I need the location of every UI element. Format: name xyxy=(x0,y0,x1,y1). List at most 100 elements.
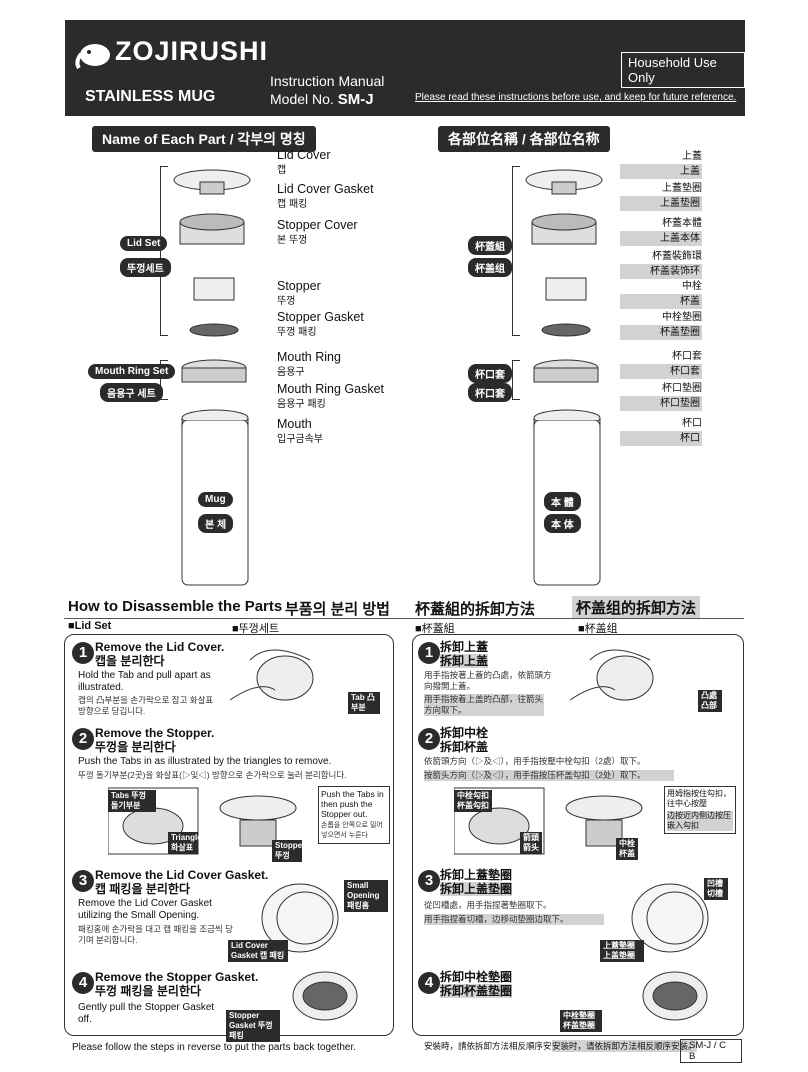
step-3-sub: 패킹홈에 손가락을 대고 캡 패킹을 조금씩 당기며 분리합니다. xyxy=(78,924,233,945)
rstep-1-body-cn: 用手指按着上盖的凸部，往箭头方向取下。 xyxy=(424,694,544,716)
title-cn: 拆卸杯盖 xyxy=(440,740,489,754)
part-mouth-ring-gasket: Mouth Ring Gasket 음용구 패킹 xyxy=(277,382,384,412)
tw-label: 杯蓋本體 xyxy=(662,218,702,229)
part-ko: 뚜껑 패킹 xyxy=(277,327,317,338)
step-3-number: 3 xyxy=(72,870,94,892)
part-cn-4: 中栓杯盖 xyxy=(620,279,702,309)
step-3-illustration xyxy=(261,883,339,953)
part-ko: 입구금속부 xyxy=(277,434,323,445)
cn-label: 杯盖垫圈 xyxy=(620,325,702,340)
mouth-group-bracket xyxy=(512,360,520,400)
tw-label: 中栓 xyxy=(682,281,702,292)
mug-ko: 본 체 xyxy=(198,514,234,533)
mouth-group-cn: 杯口套 xyxy=(468,383,512,402)
parts-title-cn: 各部位名稱 / 各部位名称 xyxy=(438,126,610,152)
mouth-set-ko: 음용구 세트 xyxy=(100,383,163,402)
title-ko: 캡 패킹을 분리한다 xyxy=(95,882,190,896)
step-4-illustration xyxy=(292,971,358,1021)
manual-title: Instruction Manual Model No. SM-J xyxy=(270,72,384,109)
header-banner: ZOJIRUSHI STAINLESS MUG Instruction Manu… xyxy=(65,20,745,116)
lid-set-en: Lid Set xyxy=(120,236,168,251)
rstep-2-number: 2 xyxy=(418,728,440,750)
step-2-number: 2 xyxy=(72,728,94,750)
disassemble-title-ko: 부품의 분리 방법 xyxy=(285,601,390,618)
part-cn-6: 杯口套杯口套 xyxy=(620,349,702,379)
rstep-1-body-tw: 用手指按著上蓋的凸處，依箭頭方向撥開上蓋。 xyxy=(424,670,552,691)
title-ko: 뚜껑을 분리한다 xyxy=(95,740,176,754)
step-4-tag: Stopper Gasket 뚜껑 패킹 xyxy=(226,1010,280,1042)
part-cn-5: 中栓墊圈杯盖垫圈 xyxy=(620,310,702,340)
step-2-triangles-tag: Triangles 화살표 xyxy=(168,832,206,854)
title-en: Remove the Lid Cover. xyxy=(95,640,225,654)
part-en: Mouth xyxy=(277,417,312,431)
step-1-sub: 캡의 凸부분을 손가락으로 잡고 화살표 방향으로 당깁니다. xyxy=(78,695,214,716)
title-cn: 拆卸上盖 xyxy=(440,654,489,668)
title-cn: 拆卸上盖垫圈 xyxy=(440,882,513,896)
lidset-cn: ■杯盖组 xyxy=(578,623,618,635)
cn-label: 上盖本体 xyxy=(620,231,702,246)
part-en: Stopper Gasket xyxy=(277,310,364,324)
part-mouth: Mouth 입구금속부 xyxy=(277,417,323,447)
tw-label: 中栓墊圈 xyxy=(662,312,702,323)
lidset-tw: ■杯蓋組 xyxy=(415,623,455,635)
step-2-body: Push the Tabs in as illustrated by the t… xyxy=(78,756,332,767)
rstep-4-number: 4 xyxy=(418,972,440,994)
title-ko: 캡을 분리한다 xyxy=(95,654,165,668)
part-cn-8: 杯口杯口 xyxy=(620,416,702,446)
rstep-2-body-tw: 依箭頭方向（▷及◁），用手指按壓中栓勾扣（2處）取下。 xyxy=(424,756,646,766)
parts-title-en: Name of Each Part / 각부의 명칭 xyxy=(92,126,316,152)
mug-tw: 本 體 xyxy=(544,492,581,511)
tw-label: 杯口 xyxy=(682,418,702,429)
part-cn-2: 杯蓋本體上盖本体 xyxy=(620,216,702,246)
step-2-sub: 뚜껑 돌기부분(2곳)을 화살표(▷및◁) 방향으로 손가락으로 눌러 분리합니… xyxy=(78,770,347,780)
part-ko: 음용구 패킹 xyxy=(277,399,326,410)
part-en: Stopper xyxy=(277,279,321,293)
tw-label: 上蓋 xyxy=(682,151,702,162)
rstep-2-illustration xyxy=(454,787,643,855)
part-ko: 본 뚜껑 xyxy=(277,235,308,246)
lid-set-bracket xyxy=(160,166,168,336)
tw-label: 杯口墊圈 xyxy=(662,383,702,394)
steps-box-right xyxy=(412,634,744,1036)
rstep-3-illustration xyxy=(631,883,709,953)
part-en: Lid Cover Gasket xyxy=(277,182,374,196)
title-tw: 拆卸中栓 xyxy=(440,726,489,740)
rstep-2-body-cn: 按箭头方向（▷及◁），用手指按压杯盖勾扣（2处）取下。 xyxy=(424,770,674,781)
rstep-4-title: 拆卸中栓墊圈拆卸杯盖垫圈 xyxy=(440,970,513,998)
part-en: Mouth Ring Gasket xyxy=(277,382,384,396)
cn-label: 杯口垫圈 xyxy=(620,396,702,411)
part-ko: 음용구 xyxy=(277,367,305,378)
disassemble-title-cn: 杯盖组的拆卸方法 xyxy=(572,596,701,619)
lid-group-bracket xyxy=(512,166,520,336)
tw-label: 上蓋墊圈 xyxy=(662,183,702,194)
title-ko: 뚜껑 패킹을 분리한다 xyxy=(95,984,202,998)
elephant-logo-icon xyxy=(75,44,110,70)
lid-set-ko: 뚜껑세트 xyxy=(120,258,171,277)
step-2-stopper-tag: Stopper 뚜껑 xyxy=(272,840,305,862)
step-1-tag: Tab 凸부분 xyxy=(348,692,380,714)
rstep-1-illustration xyxy=(570,649,654,701)
lid-group-cn: 杯盖组 xyxy=(468,258,512,277)
cn-label: 杯口 xyxy=(620,431,702,446)
part-cn-1: 上蓋墊圈上盖垫圈 xyxy=(620,181,702,211)
rstep-2-callout: 用姆指按住勾扣，往中心按壓边按近内侧边按压嵌入勾扣 xyxy=(664,786,736,834)
part-cn-0: 上蓋上盖 xyxy=(620,149,702,179)
lidset-ko: ■뚜껑세트 xyxy=(232,623,280,635)
mug-en: Mug xyxy=(198,492,233,507)
cn-label: 上盖垫圈 xyxy=(620,196,702,211)
title-tw: 拆卸上蓋墊圈 xyxy=(440,868,513,882)
cn-label: 杯口套 xyxy=(620,364,702,379)
title-en: Remove the Stopper. xyxy=(95,726,215,740)
rstep-1-tag: 凸處 凸部 xyxy=(698,690,722,712)
step-3-title: Remove the Lid Cover Gasket.캡 패킹을 분리한다 xyxy=(95,868,268,896)
divider xyxy=(64,618,744,619)
read-note: Please read these instructions before us… xyxy=(415,92,737,103)
mouth-set-bracket xyxy=(160,360,168,400)
product-name: STAINLESS MUG xyxy=(85,88,216,105)
lid-group-tw: 杯蓋組 xyxy=(468,236,512,255)
step-3-gasket-tag: Lid Cover Gasket 캡 패킹 xyxy=(228,940,288,962)
rstep-3-title: 拆卸上蓋墊圈拆卸上盖垫圈 xyxy=(440,868,513,896)
